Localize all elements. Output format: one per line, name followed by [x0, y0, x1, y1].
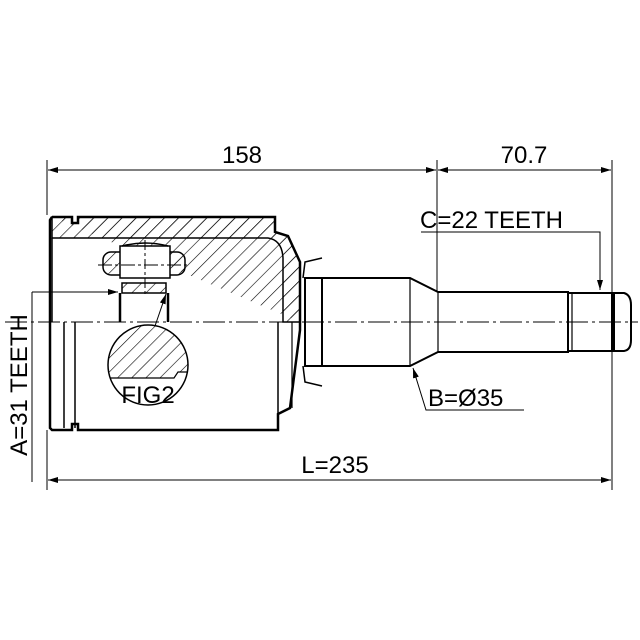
dim-total-label: L=235 — [301, 452, 368, 479]
diameter-b-label: B=Ø35 — [428, 385, 503, 412]
dim-70-7-label: 70.7 — [501, 142, 548, 169]
diameter-b-callout: B=Ø35 — [412, 367, 524, 412]
spline-c-label: C=22 TEETH — [420, 207, 563, 234]
spline-c-callout: C=22 TEETH — [420, 207, 603, 290]
boot-clamps — [302, 257, 323, 387]
spline-a-callout: A=31 TEETH — [6, 289, 118, 482]
spline-a-label: A=31 TEETH — [6, 314, 33, 456]
fig2-label: FIG2 — [121, 382, 174, 409]
housing — [48, 215, 302, 432]
trunnion-roller — [98, 240, 190, 322]
dim-158-label: 158 — [222, 142, 262, 169]
extension-lines — [46, 160, 613, 490]
shaft — [304, 277, 632, 367]
fig2-detail: FIG2 — [107, 293, 189, 409]
